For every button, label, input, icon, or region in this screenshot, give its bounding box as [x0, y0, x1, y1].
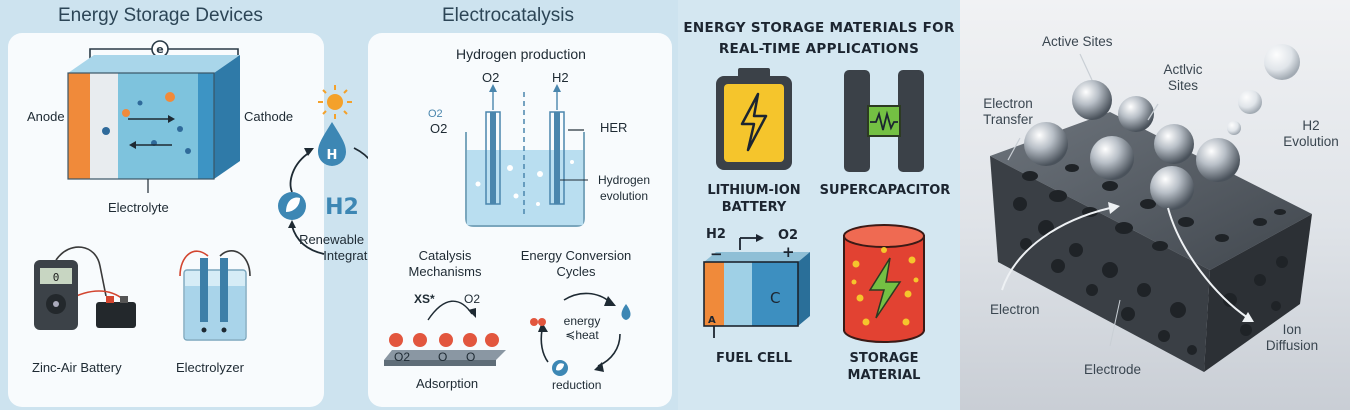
svg-text:0: 0 [53, 271, 60, 284]
hydrogen-production-label: Hydrogen production [456, 46, 586, 62]
storage-material-icon [843, 224, 925, 343]
cathode-label: Cathode [244, 109, 294, 124]
adsorption-label: Adsorption [416, 376, 479, 391]
o2-label: O2 [482, 70, 500, 85]
supercapacitor-label: SUPERCAPACITOR [819, 183, 951, 198]
fuel-cell-label: FUEL CELL [715, 351, 793, 366]
electron-symbol: e [156, 43, 163, 56]
catalysis-mechanisms-label: Catalysis Mechanisms [408, 248, 482, 279]
surface-label-1: O2 [394, 350, 411, 364]
fuel-plus-label: + [782, 243, 795, 261]
electrocatalysis-panel: Electrocatalysis H H2 [278, 0, 678, 410]
her-label: HER [600, 120, 628, 135]
xs-label: XS* [414, 292, 435, 306]
zinc-air-label: Zinc-Air Battery [32, 360, 122, 375]
storage-materials-panel: ENERGY STORAGE MATERIALS FOR REAL-TIME A… [678, 0, 960, 410]
fuel-cell-icon [703, 234, 810, 338]
panel-title: Energy Storage Devices [58, 5, 263, 26]
panel-title: Electrocatalysis [442, 5, 574, 26]
hydrogen-cell-diagram [465, 84, 588, 227]
fuel-minus-label: − [710, 245, 723, 263]
lithium-ion-label: LITHIUM-ION BATTERY [707, 183, 801, 215]
energy-conversion-label: Energy Conversion Cycles [520, 248, 632, 279]
fuel-h2-label: H2 [706, 227, 726, 242]
h2-label: H2 [325, 195, 359, 220]
electron-label: Electron [990, 302, 1040, 317]
h-drop-label: H [327, 148, 338, 163]
electrolyte-label: Electrolyte [108, 200, 169, 215]
electrode-label: Electrode [1084, 362, 1142, 377]
fuel-o2-label: O2 [778, 228, 799, 243]
o2-ads-label: O2 [464, 292, 481, 306]
h2-top-label: H2 [552, 70, 569, 85]
battery-cell-diagram: e [67, 40, 240, 193]
zinc-air-battery-icon: 0 [34, 246, 136, 330]
electron-transfer-label: Electron Transfer [983, 96, 1033, 127]
actlvic-sites-label: Actlvic Sites [1163, 62, 1203, 93]
storage-material-label: STORAGE MATERIAL [847, 351, 921, 383]
supercapacitor-icon [844, 70, 924, 172]
surface-label-3: O [466, 350, 476, 364]
anode-label: Anode [27, 109, 65, 124]
o2-small-label: O2 [428, 108, 443, 120]
active-sites-label: Active Sites [1042, 34, 1113, 49]
adsorption-diagram [384, 300, 506, 366]
electrolyzer-label: Electrolyzer [176, 360, 244, 375]
h2-evolution-label: H2 Evolution [1283, 118, 1339, 149]
electrode-3d-panel: Active Sites Actlvic Sites Electron Tran… [960, 0, 1350, 410]
porous-electrode-render [990, 44, 1312, 372]
reduction-label: reduction [552, 378, 602, 392]
fuel-a-label: A [708, 315, 716, 326]
lithium-ion-battery-icon [716, 68, 792, 170]
ion-diffusion-label: Ion Diffusion [1265, 322, 1319, 353]
o2-side-label: O2 [430, 121, 448, 136]
energy-cycle-diagram [530, 292, 631, 376]
electrolyzer-icon [179, 250, 251, 341]
surface-label-2: O [438, 350, 448, 364]
fuel-c-label: C [770, 289, 781, 307]
materials-title: ENERGY STORAGE MATERIALS FOR REAL-TIME A… [683, 20, 955, 57]
hydrogen-evolution-label: Hydrogen evolution [597, 173, 651, 203]
energy-heat-label: energy ≼heat [563, 314, 601, 342]
